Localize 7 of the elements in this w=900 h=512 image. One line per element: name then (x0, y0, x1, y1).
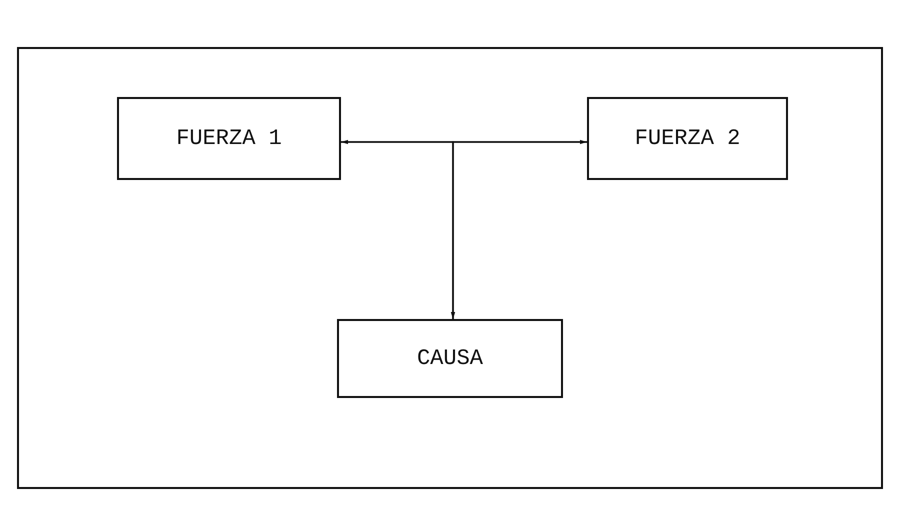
process-box (587, 97, 788, 180)
process-box (337, 319, 563, 398)
process-box (117, 97, 341, 180)
box-label: CAUSA (416, 346, 483, 371)
box-label: FUERZA 2 (634, 126, 740, 151)
box-label: FUERZA 1 (176, 126, 282, 151)
arrow (450, 141, 587, 319)
